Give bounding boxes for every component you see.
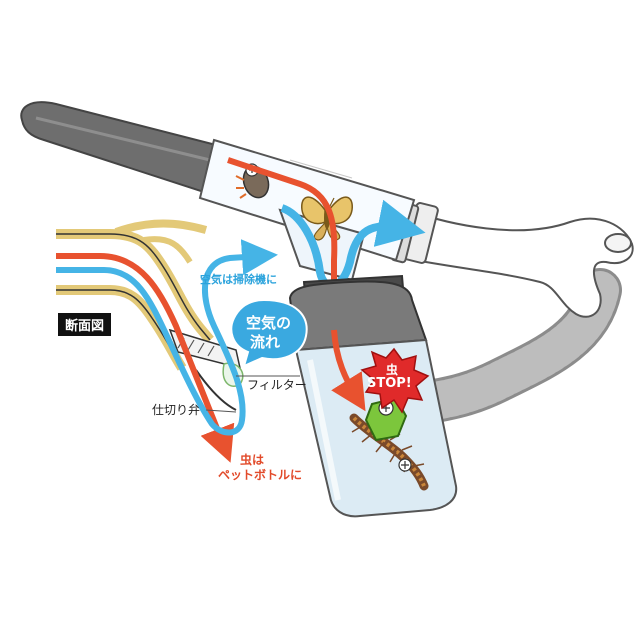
stop-burst [360,347,430,414]
airflow-to-vacuum-label: 空気は掃除機に [200,273,277,286]
bug-flow-arrow-main [227,157,338,330]
air-bubble-text-line1: 空気の [246,314,292,332]
section-view-tag: 断面図 [58,313,112,336]
valve-leader-line [205,409,237,413]
bug-flow-arrow-bottle [331,329,366,412]
air-flow-arrow-inset [56,239,278,436]
crevice-nozzle [20,101,222,196]
bugs-label-line2: ペットボトルに [218,468,303,482]
stop-burst-text-line2: STOP! [367,376,412,391]
air-flow-bubble [230,298,308,368]
vacuum-hose [418,268,622,422]
stop-burst-text-line1: 虫 [386,363,399,377]
filter-label: フィルター [247,378,307,392]
bugs-label-line1: 虫は [240,453,265,467]
air-bubble-text-line2: 流れ [250,333,281,351]
valve-label: 仕切り弁 [152,403,201,417]
vacuum-wand [390,202,634,318]
pet-bottle [288,274,458,518]
bug-flow-arrow-inset [56,253,235,463]
